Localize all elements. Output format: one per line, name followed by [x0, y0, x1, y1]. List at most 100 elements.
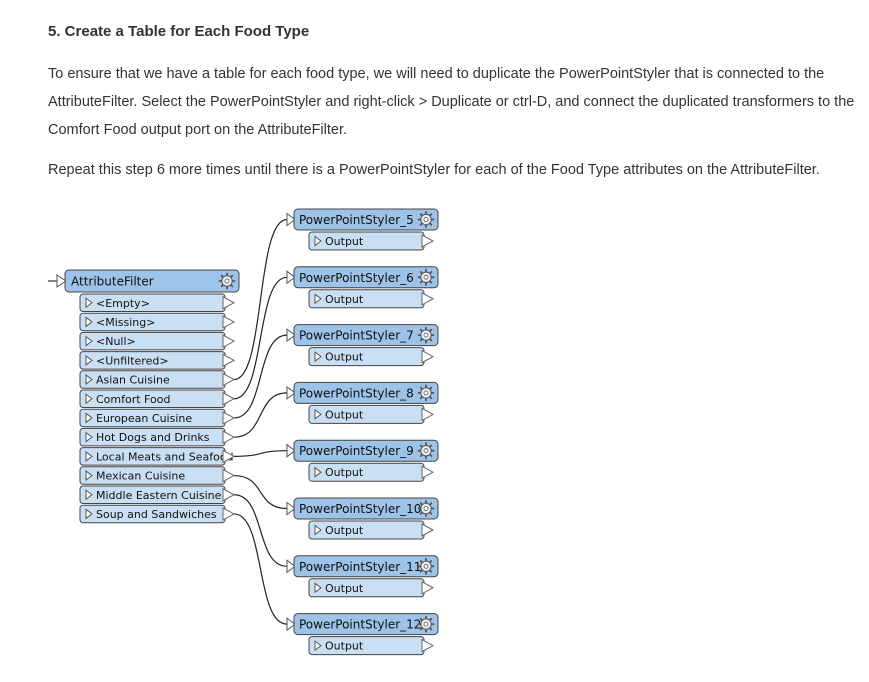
repeat-instruction-paragraph: Repeat this step 6 more times until ther…: [48, 162, 820, 178]
port-output-arrow[interactable]: [222, 315, 236, 329]
connection-line[interactable]: [233, 450, 288, 457]
port-triangle-icon: [85, 431, 93, 443]
port-output-arrow[interactable]: [222, 353, 236, 368]
port-triangle-icon: [85, 412, 93, 424]
output-port-mexican-cuisine[interactable]: Mexican Cuisine: [79, 466, 236, 485]
gear-icon[interactable]: [417, 268, 435, 286]
port-label: European Cuisine: [96, 412, 192, 425]
connection-line[interactable]: [233, 513, 288, 625]
output-port-comfort-food[interactable]: Comfort Food: [79, 389, 236, 408]
gear-icon[interactable]: [417, 326, 435, 344]
output-port-empty[interactable]: <Empty>: [79, 293, 236, 312]
node-header[interactable]: [293, 324, 439, 347]
port-triangle-icon: [85, 316, 93, 328]
port-output-arrow[interactable]: [222, 430, 236, 444]
attributefilter-node: AttributeFilter <Empty> <Missing> <Null> <Un…: [48, 269, 240, 524]
port-output-arrow[interactable]: [222, 334, 236, 348]
port-label: <Empty>: [96, 297, 150, 310]
input-port-arrow[interactable]: [286, 385, 296, 400]
connection-line[interactable]: [233, 218, 288, 381]
port-triangle-icon: [314, 408, 322, 420]
output-port-arrow[interactable]: [421, 234, 435, 248]
gear-icon[interactable]: [417, 615, 435, 633]
port-output-arrow[interactable]: [222, 449, 236, 464]
node-header[interactable]: [293, 555, 439, 578]
output-port-arrow[interactable]: [421, 523, 435, 537]
output-port-null[interactable]: <Null>: [79, 331, 236, 351]
output-port-arrow[interactable]: [421, 580, 435, 595]
port-triangle-icon: [314, 582, 322, 594]
output-port-arrow[interactable]: [421, 291, 435, 306]
node-header[interactable]: [293, 497, 439, 520]
output-port-label: Output: [325, 408, 364, 421]
output-port-hot-dogs-and-drinks[interactable]: Hot Dogs and Drinks: [79, 427, 236, 447]
node-title: PowerPointStyler_11: [299, 560, 421, 574]
gear-icon[interactable]: [417, 384, 435, 402]
port-output-arrow[interactable]: [222, 411, 236, 425]
node-header[interactable]: [293, 381, 439, 404]
output-port-arrow[interactable]: [421, 349, 435, 364]
instruction-paragraph: To ensure that we have a table for each …: [48, 66, 855, 138]
input-port-arrow[interactable]: [286, 443, 296, 458]
port-output-arrow[interactable]: [222, 507, 236, 521]
output-port-arrow[interactable]: [421, 638, 435, 653]
gear-icon[interactable]: [417, 211, 435, 228]
output-port-middle-eastern-cuisine[interactable]: Middle Eastern Cuisine: [79, 485, 236, 504]
connection-line[interactable]: [233, 276, 288, 400]
input-port-arrow[interactable]: [286, 212, 296, 227]
connection-line[interactable]: [233, 474, 288, 510]
input-port-arrow[interactable]: [286, 328, 296, 343]
port-label: <Null>: [96, 335, 136, 348]
input-port-arrow[interactable]: [286, 559, 296, 574]
output-port-label: Output: [325, 293, 364, 306]
output-port-unfiltered[interactable]: <Unfiltered>: [79, 351, 236, 370]
port-label: Middle Eastern Cuisine: [96, 489, 222, 502]
node-header[interactable]: [293, 266, 439, 289]
node-title: PowerPointStyler_7: [299, 329, 414, 343]
output-port-soup-and-sandwiches[interactable]: Soup and Sandwiches: [79, 504, 236, 524]
node-header[interactable]: [293, 613, 439, 636]
node-header[interactable]: [293, 208, 439, 231]
connection-line[interactable]: [233, 392, 288, 438]
gear-icon[interactable]: [218, 272, 236, 290]
node-header[interactable]: [293, 439, 439, 462]
gear-icon[interactable]: [417, 557, 435, 575]
input-port-arrow[interactable]: [286, 270, 296, 285]
attributefilter-header[interactable]: [64, 269, 240, 293]
port-output-arrow[interactable]: [222, 487, 236, 502]
input-port-arrow[interactable]: [56, 274, 67, 288]
output-port-european-cuisine[interactable]: European Cuisine: [79, 408, 236, 428]
port-label: Soup and Sandwiches: [96, 508, 217, 521]
output-port-arrow[interactable]: [421, 465, 435, 480]
port-triangle-icon: [314, 235, 322, 247]
connection-line[interactable]: [233, 334, 288, 419]
port-output-arrow[interactable]: [222, 372, 236, 387]
port-output-arrow[interactable]: [222, 468, 236, 483]
port-output-arrow[interactable]: [222, 391, 236, 406]
port-output-arrow[interactable]: [222, 295, 236, 310]
output-port-label: Output: [325, 524, 364, 537]
output-port-missing[interactable]: <Missing>: [79, 312, 236, 332]
gear-icon[interactable]: [417, 442, 435, 460]
attributefilter-title: AttributeFilter: [71, 275, 154, 289]
port-triangle-icon: [314, 351, 322, 363]
port-triangle-icon: [85, 450, 93, 462]
output-port-asian-cuisine[interactable]: Asian Cuisine: [79, 370, 236, 389]
port-triangle-icon: [314, 524, 322, 536]
gear-icon[interactable]: [417, 500, 435, 517]
output-port-arrow[interactable]: [421, 407, 435, 422]
connection-line[interactable]: [233, 494, 288, 567]
port-label: Comfort Food: [96, 393, 170, 406]
node-title: PowerPointStyler_5: [299, 213, 414, 227]
input-port-arrow[interactable]: [286, 501, 296, 516]
output-port-local-meats-and-seafood[interactable]: Local Meats and Seafood: [79, 447, 236, 466]
input-port-arrow[interactable]: [286, 617, 296, 632]
